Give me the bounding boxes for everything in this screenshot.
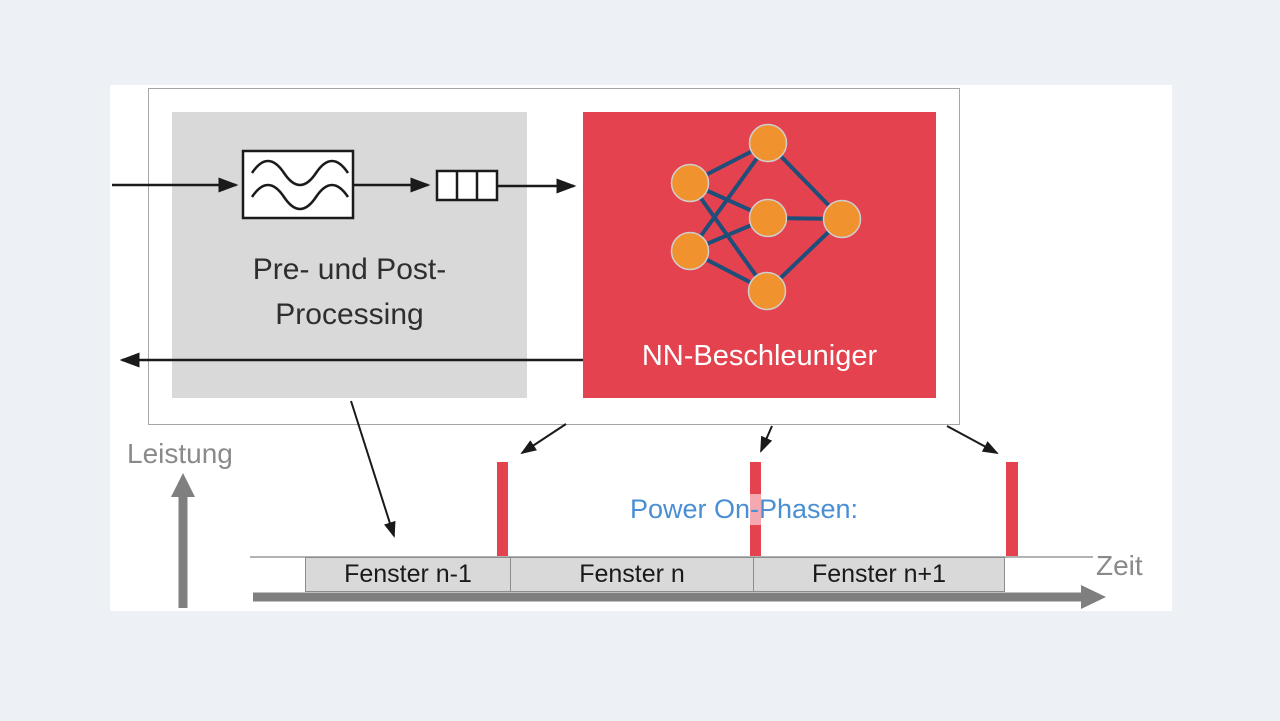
nn-accelerator-label: NN-Beschleuniger <box>641 340 878 372</box>
window-segment-n-plus-1: Fenster n+1 <box>753 557 1005 592</box>
processing-label-line1: Pre- und Post- <box>252 253 447 286</box>
processing-label: Pre- und Post- Processing <box>172 247 527 337</box>
time-axis-label: Zeit <box>1096 550 1143 581</box>
power-on-label: Power On-Phasen: <box>598 494 890 525</box>
window-segment-n: Fenster n <box>510 557 754 592</box>
window-segment-n-minus-1: Fenster n-1 <box>305 557 511 592</box>
power-axis-label: Leistung <box>127 438 233 469</box>
processing-label-line2: Processing <box>275 298 424 331</box>
